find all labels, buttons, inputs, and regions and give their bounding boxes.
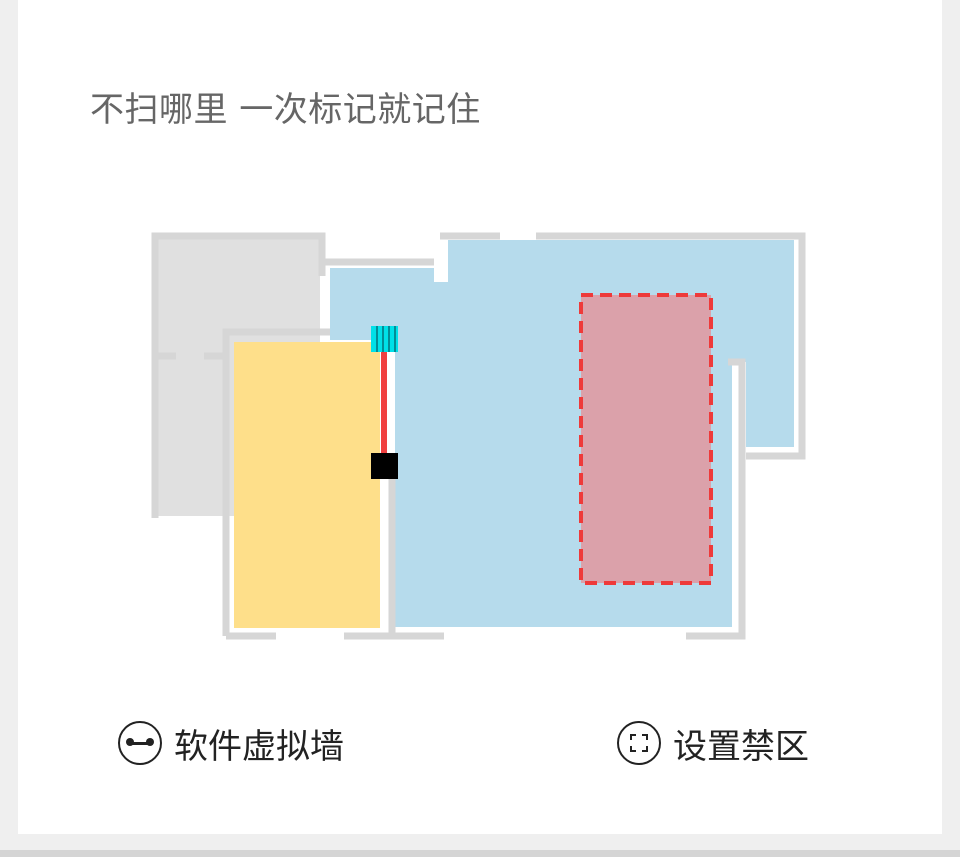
headline-text: 不扫哪里 一次标记就记住 <box>90 90 481 130</box>
virtual-wall-icon <box>118 721 162 765</box>
no-go-zone[interactable] <box>579 293 713 585</box>
virtual-wall-start-handle[interactable] <box>371 326 398 352</box>
no-go-zone-icon <box>617 721 661 765</box>
virtual-wall-label: 软件虚拟墙 <box>174 726 344 767</box>
room-yellow <box>222 328 396 640</box>
virtual-wall-button[interactable]: 软件虚拟墙 <box>118 718 344 768</box>
virtual-wall-end-handle[interactable] <box>371 453 398 479</box>
bottom-divider <box>0 850 960 857</box>
no-go-zone-button[interactable]: 设置禁区 <box>617 718 809 768</box>
no-go-zone-label: 设置禁区 <box>673 726 809 767</box>
